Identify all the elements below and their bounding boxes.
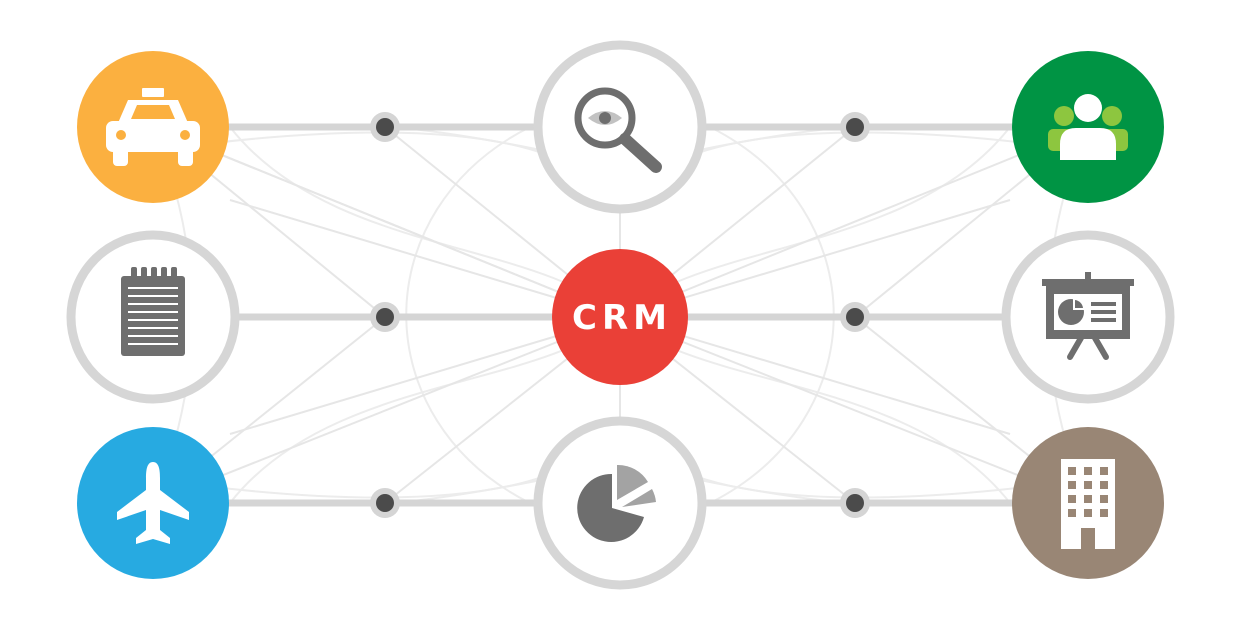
office-building-node [1012, 427, 1164, 579]
team-icon [1048, 94, 1128, 160]
airplane-icon [117, 462, 189, 544]
presentation-node [1001, 230, 1175, 404]
joint-dot [840, 112, 870, 142]
joint-dot [370, 488, 400, 518]
crm-center-node: CRM [552, 249, 688, 385]
joint-dot [840, 302, 870, 332]
office-building-icon [1061, 459, 1115, 549]
taxi-node [77, 51, 229, 203]
joint-dot [370, 302, 400, 332]
presentation-board-icon [1042, 272, 1134, 360]
joint-dot [370, 112, 400, 142]
pie-chart-icon [577, 464, 656, 542]
crm-label: CRM [572, 298, 672, 338]
search-node [533, 40, 707, 214]
taxi-icon [106, 88, 200, 166]
connector-joints [370, 112, 870, 518]
notepad-icon [121, 267, 185, 356]
notepad-node [66, 230, 240, 404]
search-eye-icon [574, 87, 662, 173]
airplane-node [77, 427, 229, 579]
team-node [1012, 51, 1164, 203]
pie-chart-node [533, 416, 707, 590]
joint-dot [840, 488, 870, 518]
